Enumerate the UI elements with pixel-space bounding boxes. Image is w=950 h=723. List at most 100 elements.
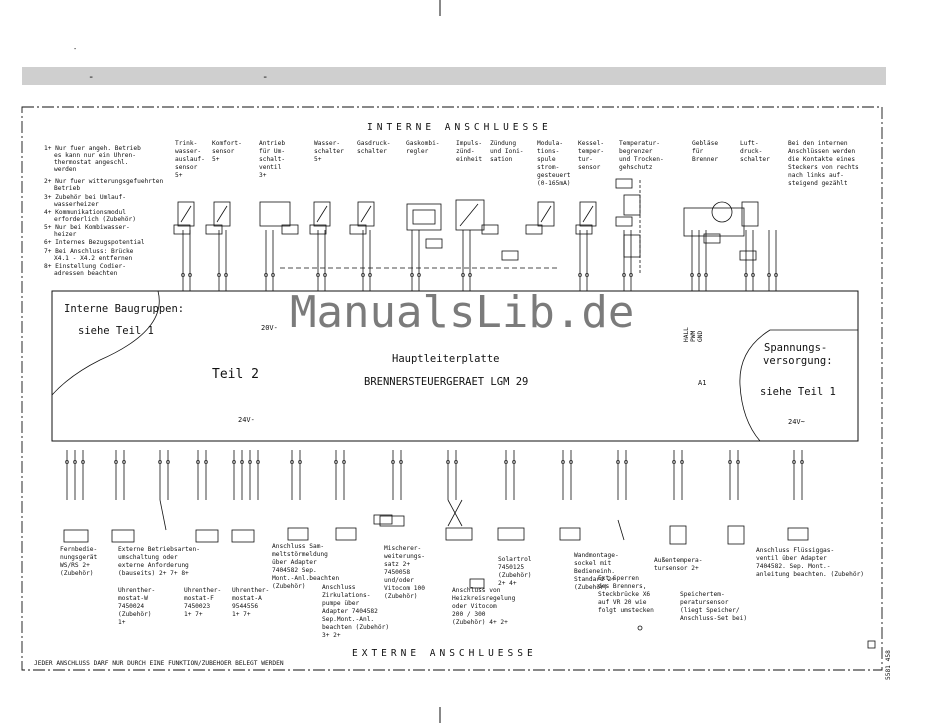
component-label: tur- <box>578 156 593 163</box>
external-connector <box>63 529 89 543</box>
terminal <box>181 273 185 277</box>
external-label: nungsgerät <box>60 554 98 561</box>
external-label: beachten (Zubehör) <box>322 624 389 631</box>
component-label: gesteuert <box>537 172 571 179</box>
component-label: sensor <box>175 164 198 171</box>
component-label: tions- <box>537 148 559 155</box>
code-box <box>481 224 499 235</box>
terminal <box>361 273 365 277</box>
terminal <box>504 460 508 464</box>
external-component: Außentempera-tursensor 2+ <box>654 557 702 572</box>
external-label: Standard 2+ <box>574 576 615 583</box>
component-code <box>501 250 519 261</box>
internal-component: Modula-tions-spulestrom-gesteuert(0-165m… <box>537 140 571 187</box>
external-label: tursensor 2+ <box>654 565 699 572</box>
component-label: temper- <box>578 148 604 155</box>
code-box <box>739 250 757 261</box>
component-label: Zündung <box>490 140 516 147</box>
component-code <box>173 224 191 235</box>
component-label: Wasser- <box>314 140 340 147</box>
code-box <box>525 224 543 235</box>
component-label: Gasdruck- <box>357 140 391 147</box>
external-label: mostat-A <box>232 595 262 602</box>
terminal <box>73 460 77 464</box>
gas-valve-inner <box>412 209 436 225</box>
terminal <box>744 273 748 277</box>
external-label: (Zubehör) <box>118 611 152 618</box>
component-label: Brenner <box>692 156 718 163</box>
terminal <box>188 273 192 277</box>
component-label: die Kontakte eines <box>788 156 855 163</box>
terminal <box>298 460 302 464</box>
external-label: 7404582 Sep. <box>272 567 317 574</box>
component-code <box>525 224 543 235</box>
component-label: Temperatur- <box>619 140 660 147</box>
pressure-switch-symbol <box>741 201 759 227</box>
external-connector <box>231 529 255 543</box>
note-line: 5+ Nur bei Kombiwasser- <box>44 224 130 231</box>
external-connector <box>335 527 357 541</box>
component-code <box>615 216 633 227</box>
terminal <box>454 460 458 464</box>
external-label: Vitocom 100 <box>384 585 425 592</box>
external-label: satz 2+ <box>384 561 410 568</box>
external-connections-title: EXTERNE ANSCHLUESSE <box>352 648 537 659</box>
note-line: heizer <box>54 231 77 238</box>
external-label: Heizkreisregelung <box>452 595 516 602</box>
external-label: (Zubehör) <box>384 593 418 600</box>
terminal <box>774 273 778 277</box>
external-label: meltstörmeldung <box>272 551 328 558</box>
external-label: Solartrol <box>498 556 532 563</box>
component-label: Gebläse <box>692 140 718 147</box>
sensor-symbol <box>579 201 597 227</box>
terminal <box>290 460 294 464</box>
limiter-symbol <box>623 180 641 275</box>
component-label: regler <box>406 148 429 155</box>
terminal <box>248 460 252 464</box>
external-connector <box>111 529 135 543</box>
terminal <box>114 460 118 464</box>
external-label: Anschluss Sam- <box>272 543 324 550</box>
component-label: Komfort- <box>212 140 242 147</box>
internal-components: Trink-wasser-auslauf-sensor5+Komfort-sen… <box>173 140 859 291</box>
internal-component: Kessel-temper-tur-sensor <box>578 140 604 171</box>
component-label: schalter <box>740 156 770 163</box>
header-bar <box>22 67 886 85</box>
note-line: 3+ Zubehör bei Umlauf- <box>44 194 126 201</box>
controller-label: BRENNERSTEUERGERAET LGM 29 <box>364 376 528 388</box>
internal-groups-label: Interne Baugruppen: <box>64 303 184 315</box>
external-label: oder Vitocom <box>452 603 497 610</box>
component-code <box>615 178 633 189</box>
component-code <box>281 224 299 235</box>
terminal <box>196 460 200 464</box>
component-label: und Ioni- <box>490 148 524 155</box>
sensor-symbol <box>313 201 331 227</box>
component-label: 3+ <box>259 172 267 179</box>
terminal <box>81 460 85 464</box>
component-label: strom- <box>537 164 559 171</box>
external-label: 7450058 <box>384 569 410 576</box>
external-label: Uhrenther- <box>118 587 155 594</box>
external-label: Uhrenther- <box>184 587 221 594</box>
supply-label-1: Spannungs- <box>764 342 827 354</box>
component-label: 5+ <box>212 156 220 163</box>
terminal <box>410 273 414 277</box>
component-code <box>481 224 499 235</box>
external-label: Anschluss Flüssiggas- <box>756 547 834 554</box>
supply-label-3: siehe Teil 1 <box>760 386 836 398</box>
component-label: 5+ <box>175 172 183 179</box>
sensor-symbol <box>177 201 195 227</box>
external-label: umschaltung oder <box>118 554 178 561</box>
component-code <box>703 233 721 244</box>
external-label: 1+ <box>118 619 126 626</box>
external-label: folgt umstecken <box>598 607 654 614</box>
note-line: 2+ Nur fuer witterungsgefuehrten <box>44 178 163 185</box>
terminal <box>624 460 628 464</box>
